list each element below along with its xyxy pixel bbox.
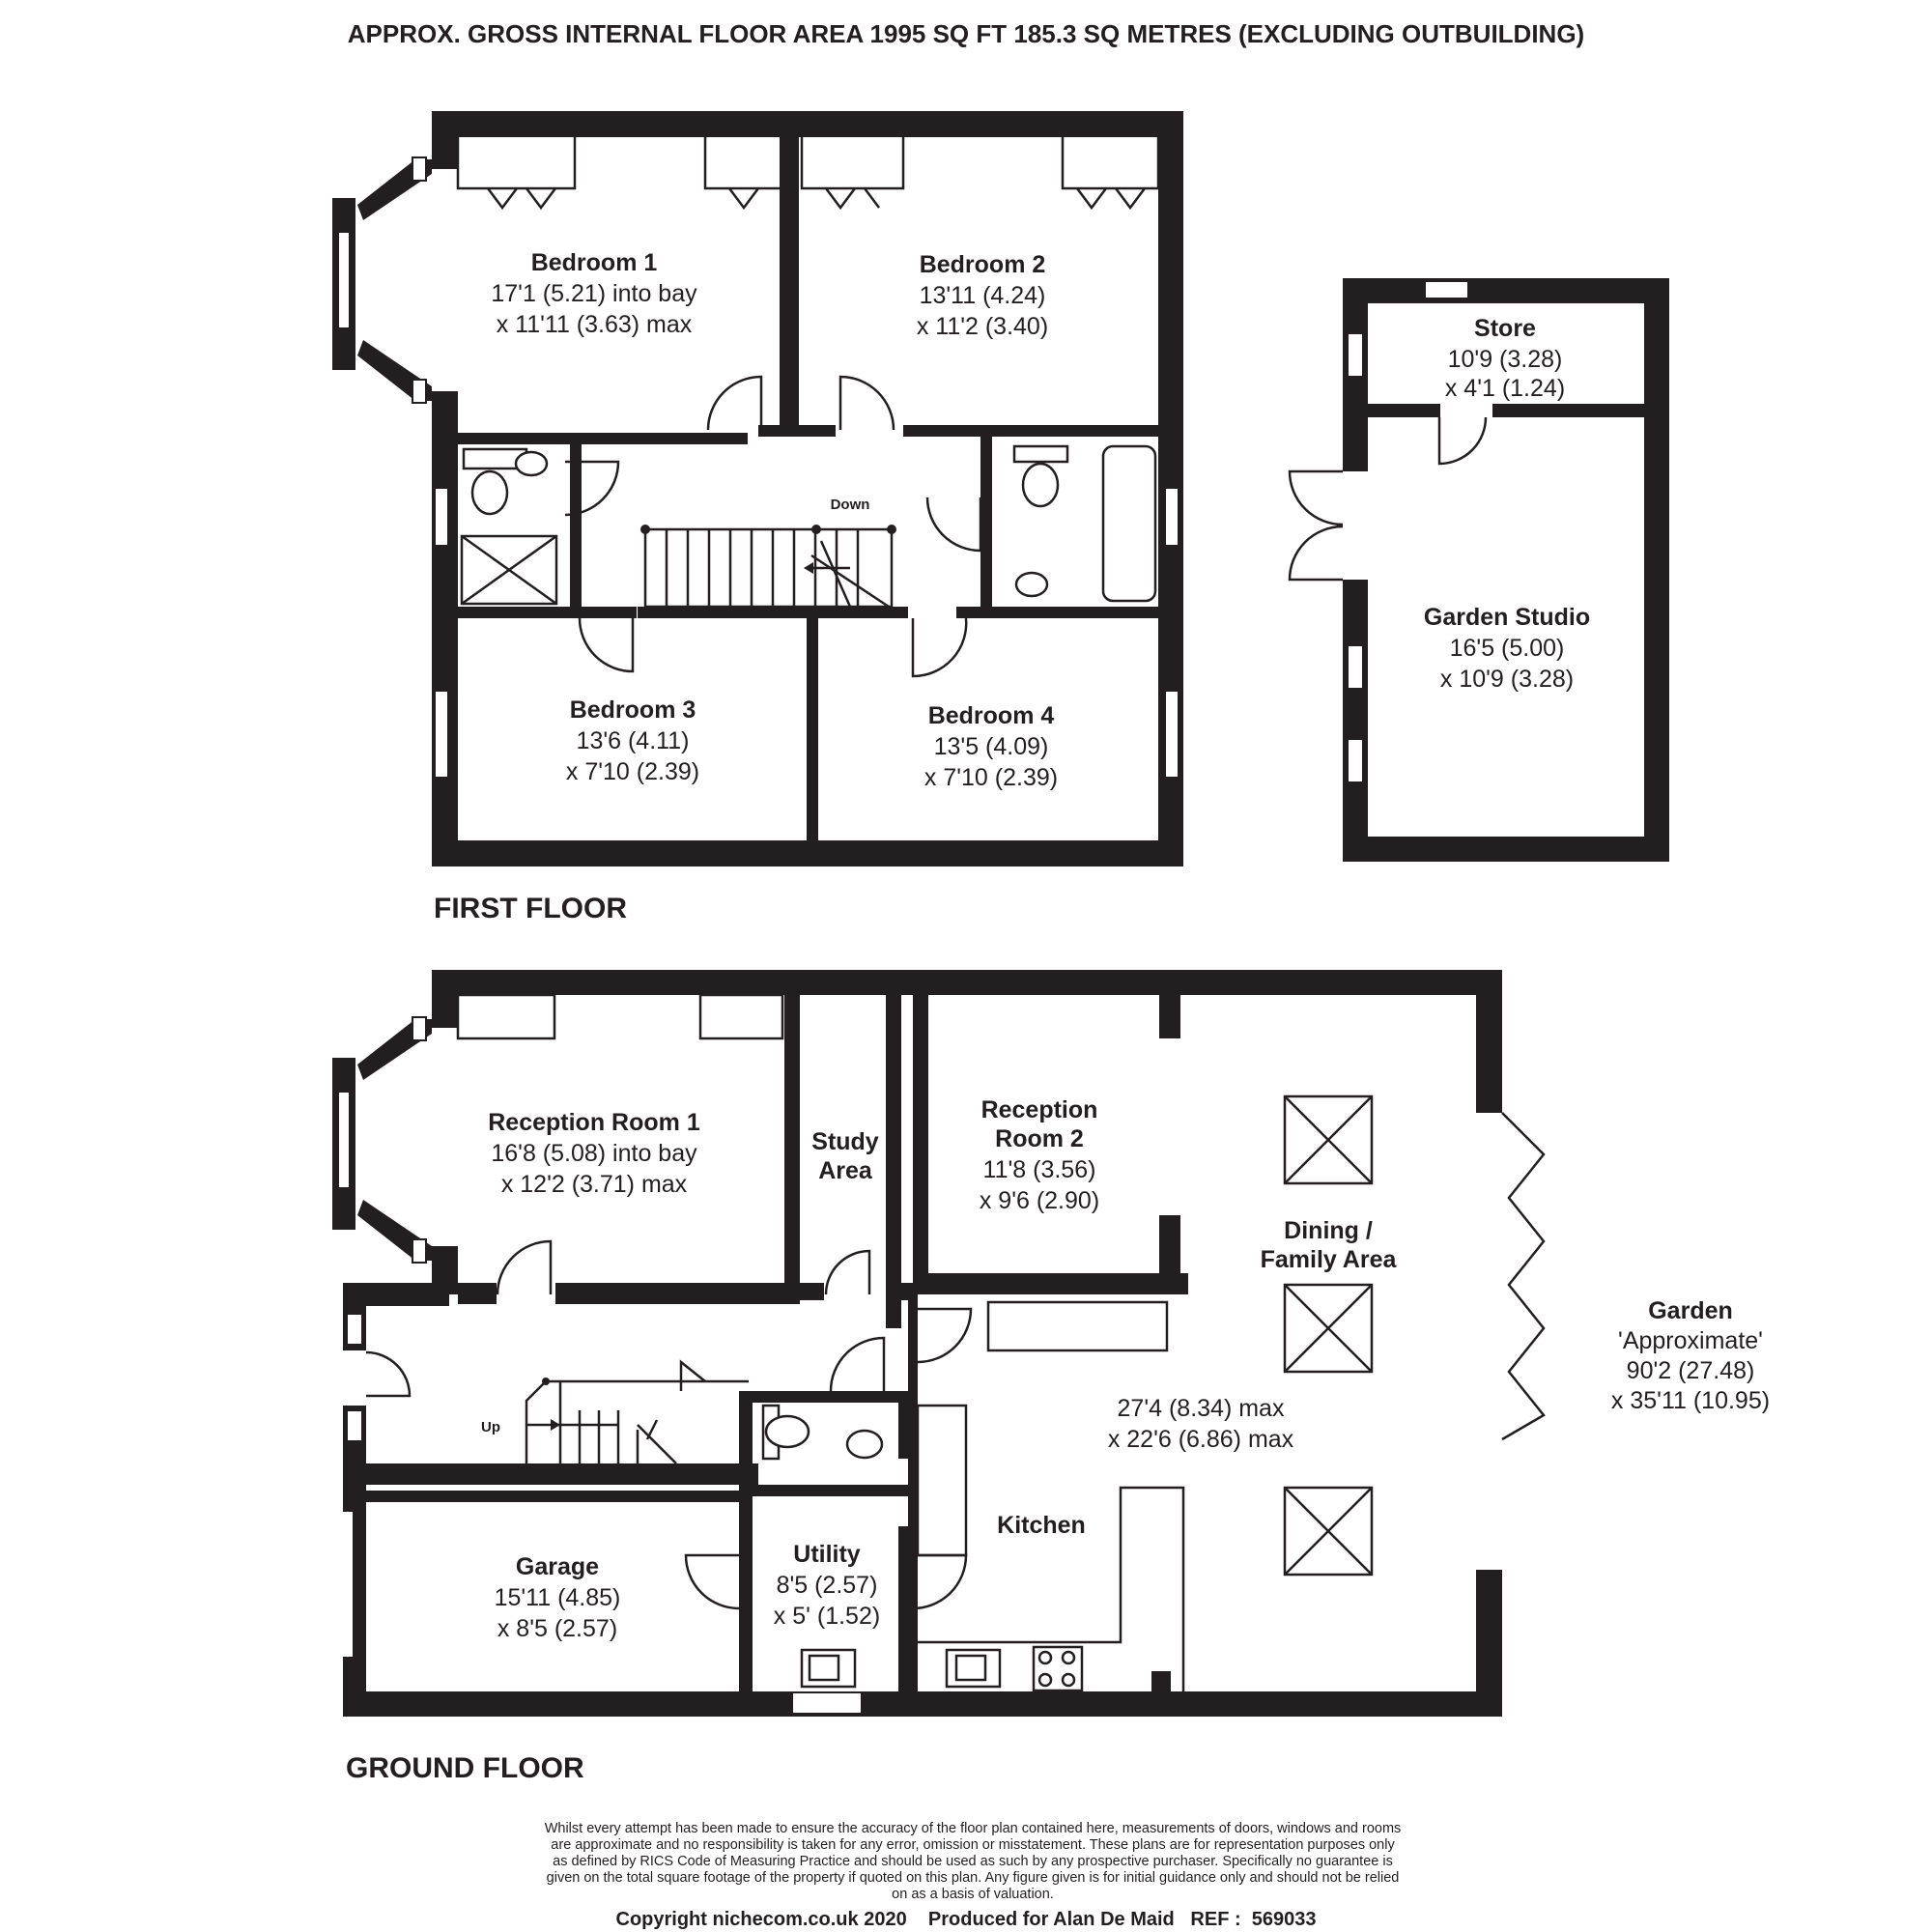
utility-dim: x 5' (1.52) xyxy=(774,1603,880,1630)
bedroom-4-name: Bedroom 4 xyxy=(928,702,1055,729)
reception-room-2-dim: 11'8 (3.56) xyxy=(983,1156,1096,1183)
store-dim: x 4'1 (1.24) xyxy=(1445,375,1565,402)
garden-label: Garden 'Approximate' 90'2 (27.48) x 35'1… xyxy=(1611,1297,1770,1414)
ground-floor-plan: Up Reception Room 1 16'8 (5.08) into bay… xyxy=(332,970,1546,1717)
bedroom-3-name: Bedroom 3 xyxy=(570,696,696,724)
disclaimer-line: given on the total square footage of the… xyxy=(547,1870,1400,1886)
store-dim: 10'9 (3.28) xyxy=(1448,346,1563,373)
bedroom-4-dim: x 7'10 (2.39) xyxy=(924,764,1058,791)
disclaimer-line: Whilst every attempt has been made to en… xyxy=(545,1821,1402,1836)
garage-name: Garage xyxy=(516,1553,599,1580)
stairs-down-label: Down xyxy=(831,497,870,513)
disclaimer-line: as defined by RICS Code of Measuring Pra… xyxy=(553,1854,1393,1869)
reception-room-1-dim: 16'8 (5.08) into bay xyxy=(491,1140,697,1167)
study-area-name: Area xyxy=(818,1157,873,1184)
reception-room-1-dim: x 12'2 (3.71) max xyxy=(501,1171,688,1198)
outbuilding-plan: Store 10'9 (3.28) x 4'1 (1.24) Garden St… xyxy=(1288,278,1669,862)
reception-room-2-name: Reception xyxy=(981,1096,1098,1123)
garden-studio-name: Garden Studio xyxy=(1424,604,1590,631)
dining-family-area-name: Dining / xyxy=(1284,1217,1373,1244)
kitchen-name: Kitchen xyxy=(997,1512,1086,1539)
utility-name: Utility xyxy=(793,1541,861,1568)
utility-dim: 8'5 (2.57) xyxy=(777,1572,878,1599)
bedroom-2-name: Bedroom 2 xyxy=(920,251,1046,278)
garage-dim: x 8'5 (2.57) xyxy=(497,1615,617,1642)
bedroom-4-dim: 13'5 (4.09) xyxy=(934,733,1049,760)
first-floor-title: FIRST FLOOR xyxy=(434,893,627,924)
garden-studio-dim: 16'5 (5.00) xyxy=(1450,635,1565,662)
garden-note: 'Approximate' xyxy=(1618,1327,1763,1354)
roof-lantern xyxy=(1283,1094,1374,1577)
ground-floor-stairs xyxy=(525,1378,749,1464)
study-area-name: Study xyxy=(811,1128,879,1155)
garden-name: Garden xyxy=(1648,1297,1733,1324)
bedroom-1-name: Bedroom 1 xyxy=(531,249,658,276)
first-floor-plan: Down Bedroom 1 17'1 (5.21) into bay x 11… xyxy=(332,111,1183,867)
bedroom-2-dim: 13'11 (4.24) xyxy=(920,282,1046,309)
disclaimer-line: on as a basis of valuation. xyxy=(892,1887,1054,1902)
bedroom-3-dim: 13'6 (4.11) xyxy=(577,727,690,754)
bedroom-2-dim: x 11'2 (3.40) xyxy=(917,313,1048,340)
garden-studio-dim: x 10'9 (3.28) xyxy=(1440,666,1574,693)
copyright-footer: Copyright nichecom.co.uk 2020 Produced f… xyxy=(616,1909,1317,1930)
bedroom-1-dim: x 11'11 (3.63) max xyxy=(497,311,693,338)
bedroom-3-dim: x 7'10 (2.39) xyxy=(566,758,699,785)
disclaimer-line: are approximate and no responsibility is… xyxy=(551,1837,1395,1853)
garage-dim: 15'11 (4.85) xyxy=(495,1584,621,1611)
dining-family-area-dim: 27'4 (8.34) max xyxy=(1118,1395,1285,1422)
garden-dim: 90'2 (27.48) xyxy=(1627,1357,1755,1384)
dining-family-area-name: Family Area xyxy=(1261,1246,1398,1273)
ground-floor-title: GROUND FLOOR xyxy=(346,1752,584,1784)
disclaimer: Whilst every attempt has been made to en… xyxy=(545,1821,1402,1902)
bedroom-1-dim: 17'1 (5.21) into bay xyxy=(491,280,697,307)
garden-dim: x 35'11 (10.95) xyxy=(1611,1387,1770,1414)
stairs-up-label: Up xyxy=(481,1419,500,1435)
floor-area-header: APPROX. GROSS INTERNAL FLOOR AREA 1995 S… xyxy=(348,19,1584,48)
first-floor-stairs xyxy=(640,525,896,609)
reception-room-1-name: Reception Room 1 xyxy=(488,1109,700,1136)
reception-room-2-dim: x 9'6 (2.90) xyxy=(980,1187,1099,1214)
store-name: Store xyxy=(1474,315,1536,342)
dining-family-area-dim: x 22'6 (6.86) max xyxy=(1108,1426,1294,1453)
reception-room-2-name: Room 2 xyxy=(995,1125,1084,1152)
